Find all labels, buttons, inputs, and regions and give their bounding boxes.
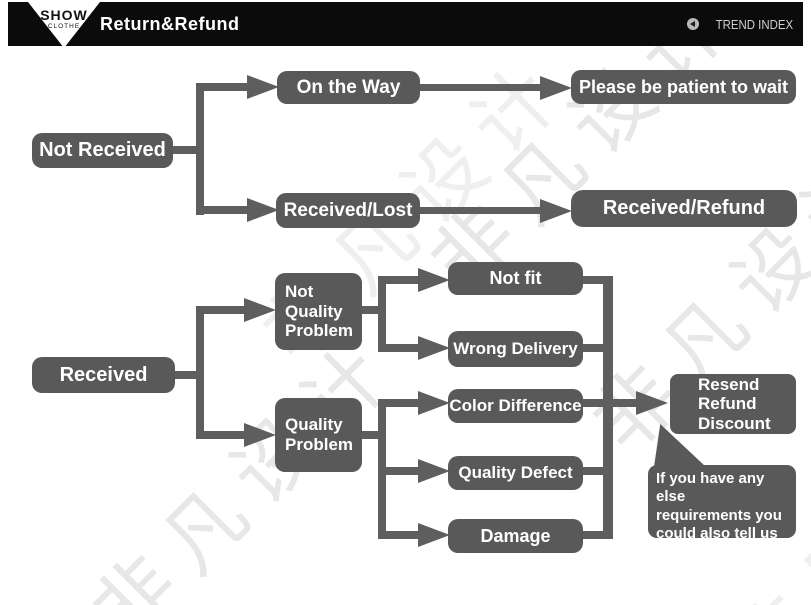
node-quality-defect: Quality Defect xyxy=(448,456,583,490)
connector-line xyxy=(420,84,541,91)
node-not-received: Not Received xyxy=(32,133,173,168)
arrow-head xyxy=(418,459,450,483)
connector-line xyxy=(202,83,247,91)
arrow-head xyxy=(636,391,668,415)
connector-line xyxy=(174,371,202,379)
brand-logo: SHOW CLOTHE xyxy=(28,2,100,48)
arrow-head xyxy=(540,76,572,100)
arrow-head xyxy=(244,423,276,447)
note-bubble: If you have any else requirements you co… xyxy=(648,465,796,542)
node-resend-refund-discount: Resend Refund Discount xyxy=(670,374,796,434)
arrow-head xyxy=(540,199,572,223)
brand-logo-text: SHOW xyxy=(40,7,88,23)
connector-line xyxy=(386,531,419,539)
trend-index: TREND INDEX xyxy=(686,2,793,46)
node-received-refund: Received/Refund xyxy=(571,190,797,227)
connector-line xyxy=(378,399,386,539)
connector-line xyxy=(583,399,607,407)
connector-line xyxy=(386,276,419,284)
connector-line xyxy=(583,344,607,352)
connector-line xyxy=(386,344,419,352)
node-wrong-delivery: Wrong Delivery xyxy=(448,331,583,367)
arrow-head xyxy=(418,523,450,547)
connector-line xyxy=(360,431,382,439)
header-bar: SHOW CLOTHE Return&Refund TREND INDEX xyxy=(8,2,803,48)
connector-line xyxy=(360,306,382,314)
node-not-fit: Not fit xyxy=(448,262,583,295)
node-please-wait: Please be patient to wait xyxy=(571,70,796,104)
brand-logo-subtext: CLOTHE xyxy=(47,23,81,30)
connector-line xyxy=(172,146,202,154)
connector-line xyxy=(202,306,245,314)
arrow-head xyxy=(244,298,276,322)
arrow-head xyxy=(247,198,279,222)
arrow-head xyxy=(418,336,450,360)
page-title: Return&Refund xyxy=(100,14,240,34)
arrow-head xyxy=(418,391,450,415)
connector-line xyxy=(196,306,204,439)
arrow-head xyxy=(418,268,450,292)
connector-line xyxy=(583,276,607,284)
node-color-difference: Color Difference xyxy=(448,389,583,423)
connector-line xyxy=(613,399,637,407)
connector-line xyxy=(603,276,613,539)
node-damage: Damage xyxy=(448,519,583,553)
connector-line xyxy=(386,467,419,475)
connector-line xyxy=(202,206,247,214)
node-on-the-way: On the Way xyxy=(277,71,420,104)
connector-line xyxy=(196,83,204,215)
trend-index-label: TREND INDEX xyxy=(715,16,793,32)
connector-line xyxy=(420,207,541,214)
connector-line xyxy=(202,431,245,439)
node-not-quality-problem: Not Quality Problem xyxy=(275,273,362,350)
node-quality-problem: Quality Problem xyxy=(275,398,362,472)
connector-line xyxy=(378,276,386,352)
connector-line xyxy=(386,399,419,407)
arrow-head xyxy=(247,75,279,99)
connector-line xyxy=(583,467,607,475)
node-received: Received xyxy=(32,357,175,393)
connector-line xyxy=(583,531,607,539)
node-received-lost: Received/Lost xyxy=(276,193,420,228)
watermark-text: 非凡设计 xyxy=(74,317,418,605)
back-arrow-icon xyxy=(686,18,699,30)
